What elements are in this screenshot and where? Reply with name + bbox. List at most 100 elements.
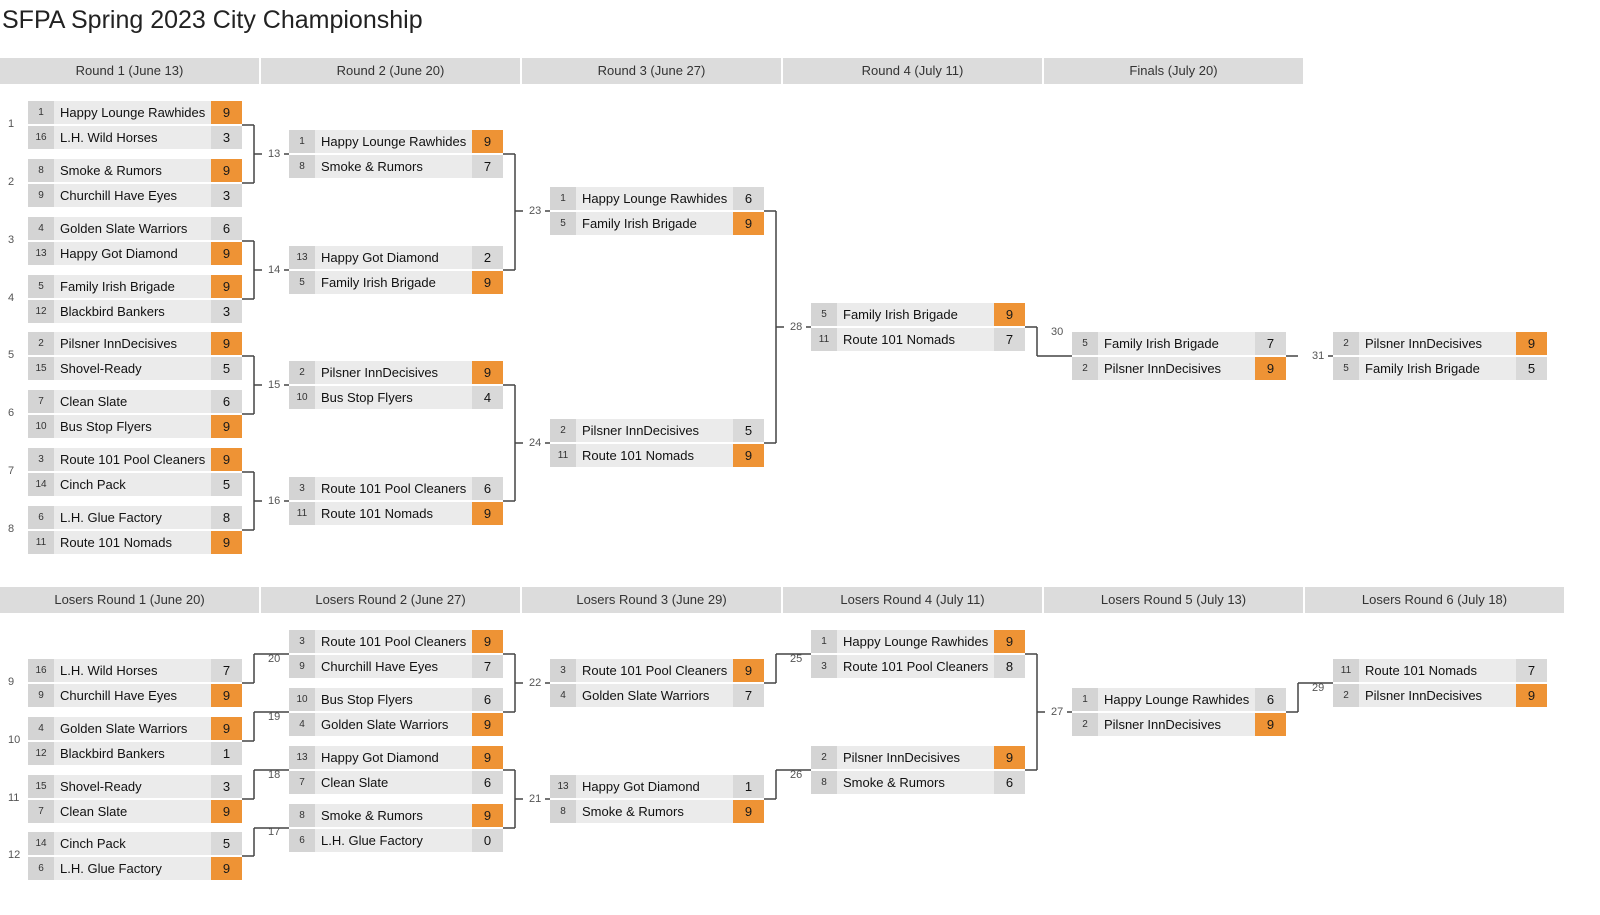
team-seed: 2 xyxy=(289,361,315,384)
team-name: Clean Slate xyxy=(321,775,389,790)
team-seed: 5 xyxy=(1072,332,1098,355)
team-seed: 2 xyxy=(1072,357,1098,380)
team-name: Route 101 Pool Cleaners xyxy=(321,481,467,496)
team-name: L.H. Glue Factory xyxy=(60,510,162,525)
team-seed: 3 xyxy=(811,655,837,678)
team-seed: 12 xyxy=(28,742,54,765)
match-number: 9 xyxy=(8,676,15,688)
team-name: Shovel-Ready xyxy=(60,779,142,794)
team-score: 0 xyxy=(472,829,503,852)
match-number: 12 xyxy=(8,849,21,861)
team-name: Pilsner InnDecisives xyxy=(582,423,700,438)
team-name: Happy Lounge Rawhides xyxy=(1104,692,1250,707)
team-seed: 13 xyxy=(289,246,315,269)
team-seed: 7 xyxy=(28,800,54,823)
team-seed: 8 xyxy=(289,804,315,827)
team-seed: 1 xyxy=(811,630,837,653)
team-score: 5 xyxy=(211,357,242,380)
team-name: Happy Lounge Rawhides xyxy=(321,134,467,149)
team-seed: 11 xyxy=(289,502,315,525)
team-seed: 11 xyxy=(811,328,837,351)
team-score-winner: 9 xyxy=(1516,332,1547,355)
team-score: 7 xyxy=(1516,659,1547,682)
team-name: Churchill Have Eyes xyxy=(321,659,439,674)
match-number: 29 xyxy=(1312,681,1325,694)
match-number: 4 xyxy=(8,292,15,304)
match-number: 22 xyxy=(529,677,542,689)
team-name: Family Irish Brigade xyxy=(321,275,436,290)
team-seed: 5 xyxy=(811,303,837,326)
team-score: 5 xyxy=(1516,357,1547,380)
team-score: 8 xyxy=(211,506,242,529)
team-seed: 16 xyxy=(28,126,54,149)
team-name: Golden Slate Warriors xyxy=(60,221,188,236)
team-score-winner: 9 xyxy=(211,275,242,298)
match-number: 6 xyxy=(8,407,15,419)
team-name: Blackbird Bankers xyxy=(60,304,165,319)
losers-round-header: Losers Round 5 (July 13) xyxy=(1044,587,1303,613)
